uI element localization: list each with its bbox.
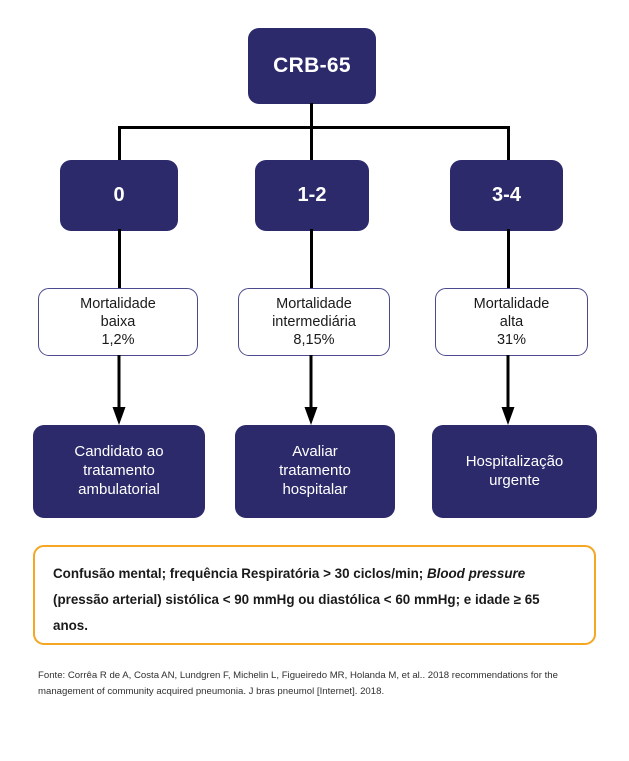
node-action-urgent-hospitalization: Hospitalização urgente [432,425,597,518]
criteria-legend-box: Confusão mental; frequência Respiratória… [33,545,596,645]
arrow-down-icon-center [304,355,318,425]
mortality-low-line1: Mortalidade [80,295,156,312]
arrow-down-icon-left [112,355,126,425]
connector-horizontal-bus [118,126,509,129]
mortality-high-value: 31% [496,332,526,349]
action-urgent-line2: urgente [489,471,540,489]
action-evaluate-line3: hospitalar [282,480,348,498]
connector-score0-to-mortality [118,229,121,290]
node-mortality-high: Mortalidade alta 31% [435,288,588,356]
node-score-0: 0 [60,160,178,231]
mortality-low-value: 1,2% [101,332,135,349]
node-score-1-2-label: 1-2 [297,184,327,206]
node-score-1-2: 1-2 [255,160,369,231]
mortality-intermediate-value: 8,15% [293,332,335,349]
node-root-label: CRB-65 [273,53,351,77]
source-citation: Fonte: Corrêa R de A, Costa AN, Lundgren… [38,670,558,697]
connector-root-stem [310,103,313,129]
mortality-high-line1: Mortalidade [473,295,550,312]
node-score-3-4: 3-4 [450,160,563,231]
legend-text-part1: Confusão mental; frequência Respiratória… [53,566,427,581]
mortality-low-line2: baixa [100,313,136,330]
node-score-3-4-label: 3-4 [492,184,521,206]
action-urgent-line1: Hospitalização [465,452,564,470]
arrow-down-icon-right [501,355,515,425]
mortality-intermediate-line2: intermediária [272,313,356,330]
action-outpatient-line3: ambulatorial [78,480,160,498]
node-action-evaluate-hospital: Avaliar tratamento hospitalar [235,425,395,518]
connector-drop-right [507,126,510,162]
mortality-intermediate-line1: Mortalidade [276,295,352,312]
connector-drop-left [118,126,121,162]
connector-drop-center [310,126,313,162]
legend-text-italic: Blood pressure [426,566,526,581]
node-root-crb65: CRB-65 [248,28,376,104]
action-evaluate-line2: tratamento [279,462,351,480]
node-mortality-intermediate: Mortalidade intermediária 8,15% [238,288,390,356]
connector-score34-to-mortality [507,229,510,290]
action-evaluate-line1: Avaliar [292,443,338,461]
legend-text-part2: (pressão arterial) sistólica < 90 mmHg o… [53,592,540,634]
mortality-high-line2: alta [499,313,524,330]
action-outpatient-line2: tratamento [83,462,155,480]
action-outpatient-line1: Candidato ao [74,443,164,461]
node-mortality-low: Mortalidade baixa 1,2% [38,288,198,356]
node-score-0-label: 0 [113,184,125,206]
connector-score12-to-mortality [310,229,313,290]
node-action-outpatient: Candidato ao tratamento ambulatorial [33,425,205,518]
